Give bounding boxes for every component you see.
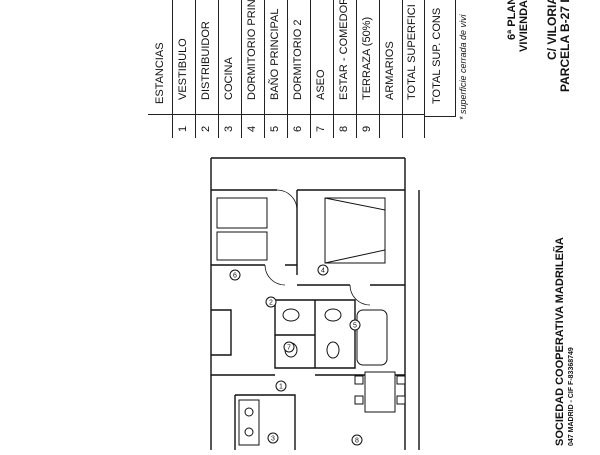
room-number: 9 [361, 125, 373, 132]
room-number: 5 [269, 125, 281, 132]
room-name: DISTRIBUIDOR [200, 21, 212, 100]
room-label: 8 [355, 438, 359, 445]
room-marker-8: 8 [351, 434, 363, 446]
room-marker-7: 7 [283, 341, 295, 353]
parcel-heading: PARCELA B-27 DE [558, 0, 572, 92]
room-name: ARMARIOS [384, 41, 396, 100]
room-table: ESTANCIAS VESTIBULO DISTRIBUIDOR COCINA … [148, 0, 425, 138]
room-name: DORMITORIO 2 [292, 19, 304, 100]
room-marker-3: 3 [267, 432, 279, 444]
room-name: BAÑO PRINCIPAL [269, 8, 281, 101]
room-name: TOTAL SUPERFICI [406, 4, 418, 100]
total-box: TOTAL SUP. CONS [424, 0, 456, 117]
room-label: 2 [269, 300, 273, 307]
room-number: 2 [200, 125, 212, 132]
type-heading: VIVIENDA TIP [518, 0, 530, 52]
room-number: 6 [292, 125, 304, 132]
room-number: 1 [177, 125, 189, 132]
cooperative-sub: 047 MADRID - CIF F-83368749 [568, 347, 575, 446]
room-marker-2: 2 [265, 296, 277, 308]
room-marker-6: 6 [229, 269, 241, 281]
total-label: TOTAL SUP. CONS [431, 7, 443, 104]
room-name: DORMITORIO PRINC [246, 0, 258, 100]
room-label: 6 [233, 273, 237, 280]
floor-plan-drawing: 6 4 2 5 7 1 3 8 [210, 157, 420, 450]
room-number: 7 [315, 125, 327, 132]
room-label: 4 [321, 268, 325, 275]
room-name: ASEO [315, 69, 327, 100]
room-name: COCINA [223, 57, 235, 100]
floor-plan: 6 4 2 5 7 1 3 8 [205, 150, 435, 450]
cooperative-name: SOCIEDAD COOPERATIVA MADRILEÑA [554, 237, 566, 446]
footnote: * superficie cerrada de vivi [458, 14, 468, 120]
room-label: 5 [353, 323, 357, 330]
room-name: VESTIBULO [177, 38, 189, 100]
room-number: 8 [338, 125, 350, 132]
room-marker-5: 5 [349, 319, 361, 331]
room-label: 7 [287, 345, 291, 352]
room-name: ESTAR - COMEDOR [338, 0, 350, 100]
room-marker-1: 1 [275, 380, 287, 392]
plant-heading: 6ª PLAN [506, 0, 518, 40]
room-label: 1 [279, 384, 283, 391]
room-number: 4 [246, 125, 258, 132]
room-number: 3 [223, 125, 235, 132]
table-header: ESTANCIAS [154, 42, 166, 104]
street-heading: C/ VILORIA DE [545, 0, 559, 60]
room-label: 3 [271, 436, 275, 443]
room-name: TERRAZA (50%) [361, 16, 373, 100]
room-marker-4: 4 [317, 264, 329, 276]
